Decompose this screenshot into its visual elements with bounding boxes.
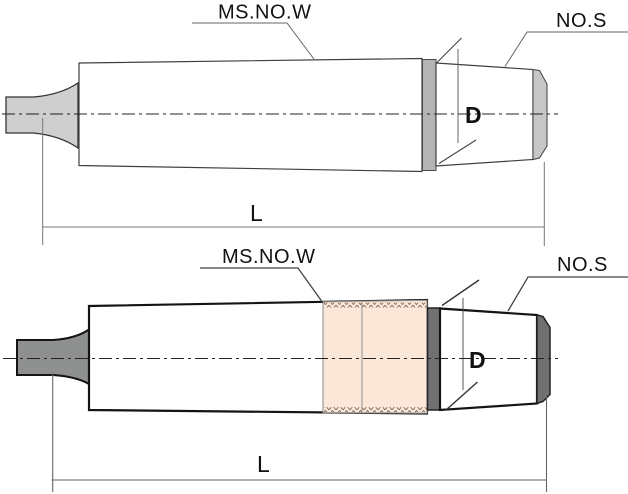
ms-no-w-leader-line (200, 267, 324, 304)
arbor-view-plain: MS.NO.W NO.S D L (2, 2, 628, 246)
diameter-label: D (469, 347, 486, 373)
length-label: L (257, 451, 270, 477)
length-label: L (250, 200, 263, 226)
knurl-section (322, 299, 428, 414)
ms-no-w-label: MS.NO.W (218, 2, 312, 24)
arbor-view-knurled: MS.NO.W NO.S D L (3, 246, 628, 492)
taper-mark-line (436, 37, 462, 63)
no-s-label: NO.S (556, 10, 607, 32)
no-s-leader-line (507, 276, 628, 312)
nose-cap (536, 314, 551, 405)
jacobs-taper (438, 307, 539, 412)
no-s-leader-line (504, 31, 628, 67)
morse-tang (5, 81, 79, 150)
knurl-bottom-zigzag (324, 407, 427, 413)
no-s-label: NO.S (557, 254, 608, 276)
collar (422, 59, 437, 171)
knurl-top-zigzag (324, 302, 427, 308)
taper-mark-line (438, 139, 477, 164)
morse-taper-body (78, 57, 423, 173)
taper-mark-line (445, 381, 478, 411)
diameter-label: D (465, 102, 482, 128)
taper-mark-line (441, 279, 480, 307)
ms-no-w-leader-line (192, 22, 316, 61)
ms-no-w-label: MS.NO.W (222, 246, 316, 268)
